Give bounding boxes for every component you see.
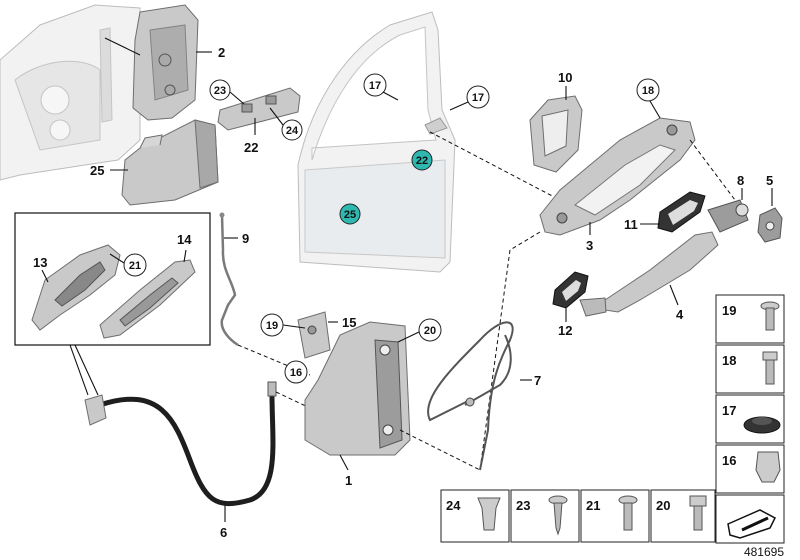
front-arrow-icon [727,509,776,539]
label-lock-guide: 22 [244,140,258,155]
sheet-metal-screw-icon [548,495,568,536]
callout-circle-20 [418,318,442,342]
fastener-column: 19 18 17 16 [715,294,785,544]
label-inner-trim: 14 [177,232,192,247]
label-inner-handle: 13 [33,255,47,270]
torx-bolt-icon [762,351,778,385]
label-handle-gasket: 11 [624,217,638,232]
fastener-label-23: 23 [516,498,530,513]
callout-circle-18 [636,78,660,102]
handle-gasket-part [657,191,706,233]
lock-cylinder-part [707,199,749,233]
callout-circle-23 [209,79,231,101]
label-lock-rod-clip: 16 [290,367,302,379]
label-cylinder-cap: 5 [766,173,773,188]
door-inner-frame [0,4,141,181]
label-bracket-screw: 23 [214,85,226,97]
callout-circle-24 [281,119,303,141]
fastener-cell-21 [580,489,650,543]
handle-carrier-part [539,117,696,236]
label-handle-screw: 18 [642,85,654,97]
label-door-lock: 1 [345,473,352,488]
fastener-label-19: 19 [722,303,736,318]
label-lock-clip: 20 [424,325,436,337]
label-outer-handle: 4 [676,307,684,322]
bottom-fastener-row: 24 23 21 20 [440,489,716,543]
figure-number: 481695 [744,545,784,559]
bowden-cable-part [84,381,277,507]
hex-screw-icon [689,495,707,531]
label-bracket-clip: 24 [286,125,299,137]
fastener-label-21: 21 [586,498,600,513]
label-carrier-bracket: 10 [558,70,572,85]
striker-bracket-part [297,311,331,359]
flange-screw-icon [618,495,638,531]
cover-cap-part [121,119,219,206]
label-door-panel-screw-a: 17 [369,80,381,92]
rod-part [219,212,239,347]
label-handle-carrier: 3 [586,238,593,253]
label-door-carrier: 2 [218,45,225,60]
label-release-cable: 7 [534,373,541,388]
label-lock-screw: 19 [266,320,278,332]
label-bowden-cable: 6 [220,525,227,540]
fastener-cell-24 [440,489,510,543]
outer-handle-part [579,231,719,317]
clip-nut-icon [755,451,781,483]
label-rod: 9 [242,231,249,246]
release-cable-part [427,321,514,471]
fastener-label-16: 16 [722,453,736,468]
callout-circle-17a [363,73,387,97]
callout-circle-21 [123,253,147,277]
label-door-grommet-b: 25 [344,209,356,221]
label-lock-cylinder: 8 [737,173,744,188]
small-gasket-part [552,271,589,309]
fastener-label-18: 18 [722,353,736,368]
label-door-panel-screw-b: 17 [472,92,484,104]
label-inner-clip: 21 [129,260,141,272]
screw-icon [760,301,780,331]
lock-bracket-part [217,87,301,131]
carrier-bracket-part [529,95,583,173]
expanding-nut-icon [477,497,501,531]
callout-circle-22-teal [411,149,433,171]
fastener-label-24: 24 [446,498,461,513]
cylinder-cap-part [757,207,783,243]
label-striker-bracket: 15 [342,315,356,330]
plug-icon [743,416,781,434]
door-carrier-part [132,4,199,121]
label-small-gasket: 12 [558,323,572,338]
fastener-label-17: 17 [722,403,736,418]
fastener-label-20: 20 [656,498,670,513]
callout-circle-17b [466,85,490,109]
label-cover-cap: 25 [90,163,104,178]
fastener-cell-23 [510,489,580,543]
callout-circle-25-teal [339,203,361,225]
callout-circle-16 [284,360,308,384]
inner-handle-inset [14,212,211,346]
door-lock-part [304,321,411,456]
label-door-grommet-a: 22 [416,155,428,167]
door-outer-panel [297,11,456,273]
